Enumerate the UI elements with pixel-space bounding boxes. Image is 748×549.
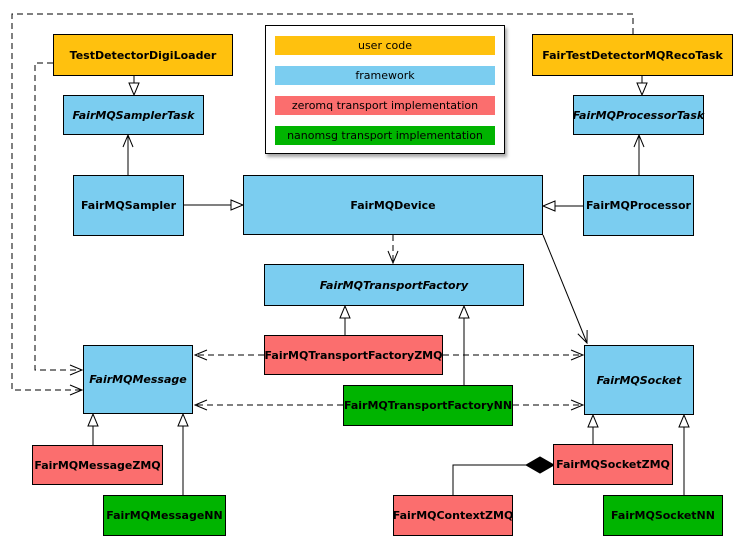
legend-item-user-code: user code xyxy=(275,36,495,55)
node-fairmq-processor-task: FairMQProcessorTask xyxy=(573,95,704,135)
legend-item-nanomsg: nanomsg transport implementation xyxy=(275,126,495,145)
node-fairmq-socket-nn: FairMQSocketNN xyxy=(603,495,723,536)
node-test-detector-digi-loader: TestDetectorDigiLoader xyxy=(53,34,233,76)
edge-digiloader-message xyxy=(34,62,82,370)
legend-label: zeromq transport implementation xyxy=(291,99,479,112)
edge-recotask-message xyxy=(11,13,634,390)
edge-device-socket xyxy=(542,234,587,343)
node-fairmq-transport-factory-nn: FairMQTransportFactoryNN xyxy=(343,385,513,426)
node-fairmq-device: FairMQDevice xyxy=(243,175,543,235)
node-fairmq-transport-factory-zmq: FairMQTransportFactoryZMQ xyxy=(264,335,443,375)
legend-label: framework xyxy=(355,69,415,82)
legend-label: nanomsg transport implementation xyxy=(287,129,483,142)
node-fairmq-message-nn: FairMQMessageNN xyxy=(103,495,226,536)
node-fairmq-processor: FairMQProcessor xyxy=(583,175,694,236)
node-fairmq-sampler-task: FairMQSamplerTask xyxy=(63,95,204,135)
node-fairmq-transport-factory: FairMQTransportFactory xyxy=(264,264,524,306)
legend: user code framework zeromq transport imp… xyxy=(265,25,505,154)
node-fairmq-message: FairMQMessage xyxy=(83,345,193,414)
legend-item-framework: framework xyxy=(275,66,495,85)
node-fair-test-detector-mq-reco-task: FairTestDetectorMQRecoTask xyxy=(532,34,733,76)
node-fairmq-socket: FairMQSocket xyxy=(584,345,694,415)
node-fairmq-context-zmq: FairMQContextZMQ xyxy=(393,495,513,536)
legend-label: user code xyxy=(357,39,413,52)
node-fairmq-socket-zmq: FairMQSocketZMQ xyxy=(553,444,673,485)
node-fairmq-message-zmq: FairMQMessageZMQ xyxy=(32,445,163,485)
edge-contextzmq-socketzmq xyxy=(452,464,526,495)
node-fairmq-sampler: FairMQSampler xyxy=(73,175,184,236)
composition-diamond-icon xyxy=(524,456,556,474)
legend-item-zeromq: zeromq transport implementation xyxy=(275,96,495,115)
